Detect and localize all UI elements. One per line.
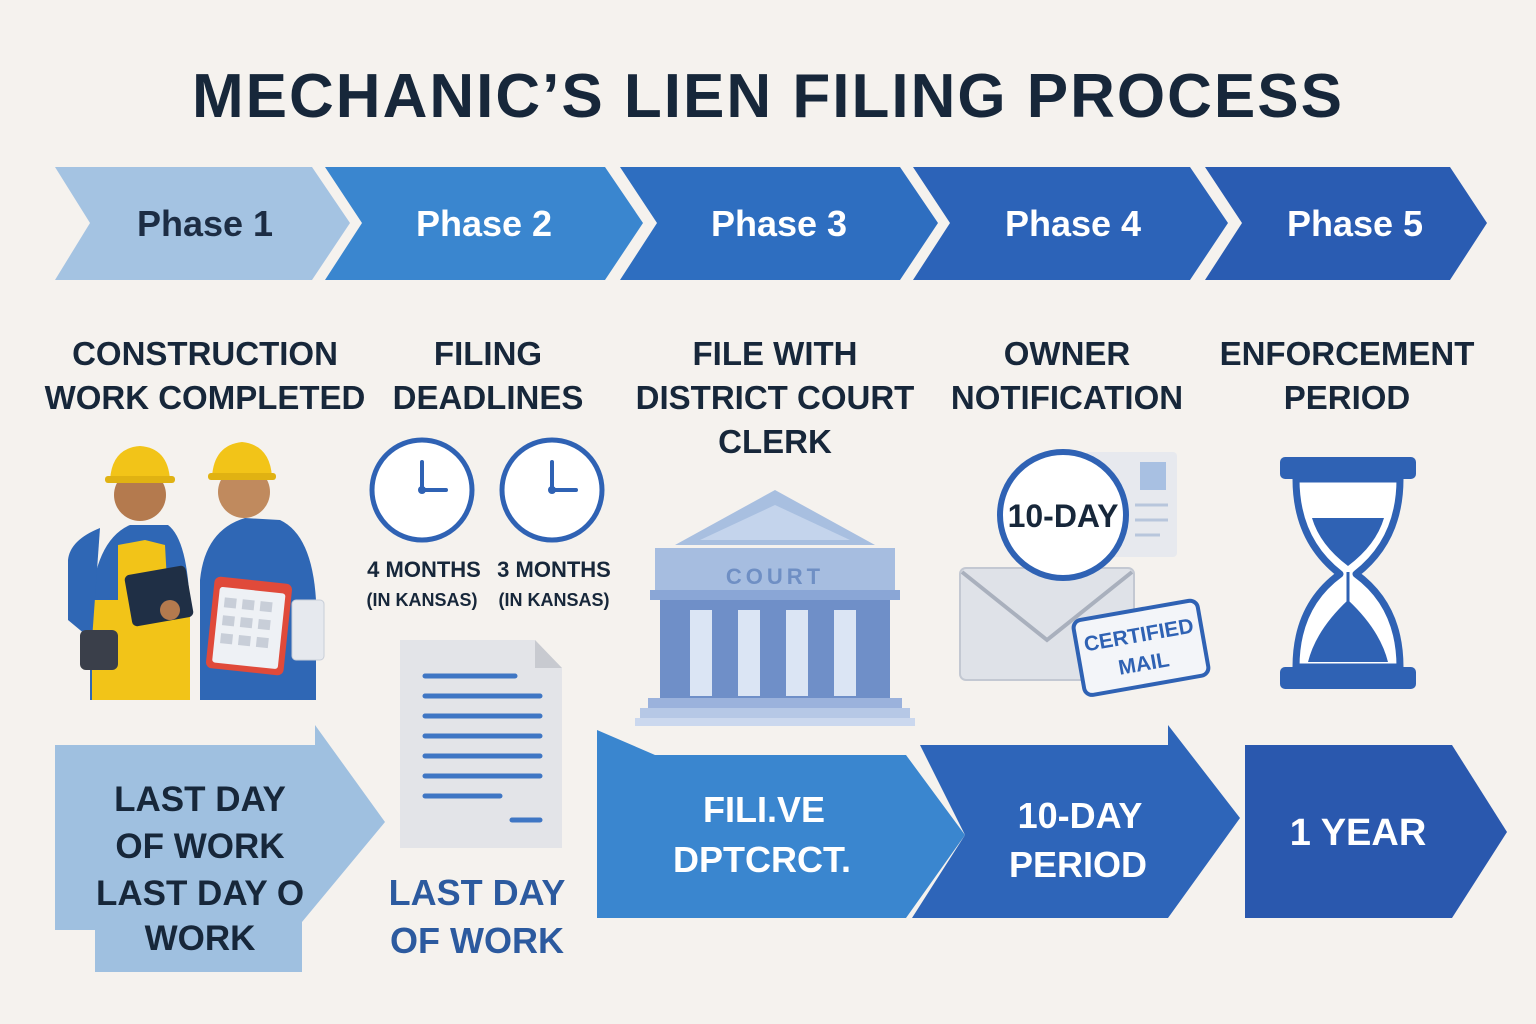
hourglass-icon bbox=[1280, 457, 1416, 689]
phase-1-chevron: Phase 1 bbox=[55, 167, 350, 280]
phase-2-heading-line-2: DEADLINES bbox=[393, 379, 584, 416]
phase-4-chevron: Phase 4 bbox=[913, 167, 1228, 280]
document-caption-line-2: OF WORK bbox=[390, 920, 564, 961]
clock-icon-2 bbox=[499, 437, 605, 543]
deadline-2-months: 3 MONTHS bbox=[497, 557, 611, 582]
phase-headings: CONSTRUCTION WORK COMPLETED FILING DEADL… bbox=[45, 335, 1475, 460]
phase-4-label: Phase 4 bbox=[1005, 203, 1141, 244]
bottom-box-3: 10-DAY PERIOD bbox=[912, 725, 1240, 918]
phase-2-label: Phase 2 bbox=[416, 203, 552, 244]
courthouse-icon: COURT bbox=[635, 490, 915, 726]
bottom-box-1-line-2: OF WORK bbox=[115, 827, 284, 866]
worker-left bbox=[68, 446, 194, 700]
document-caption-line-1: LAST DAY bbox=[389, 872, 566, 913]
phase-3-label: Phase 3 bbox=[711, 203, 847, 244]
bottom-box-2-line-2: DPTCRCT. bbox=[673, 839, 851, 880]
construction-workers-icon bbox=[68, 442, 325, 700]
phase-2-heading-line-1: FILING bbox=[434, 335, 542, 372]
clock-icon bbox=[369, 437, 475, 543]
phase-4-heading-line-1: OWNER bbox=[1004, 335, 1131, 372]
deadline-1-state: (IN KANSAS) bbox=[367, 590, 478, 610]
bottom-box-2: FILI.VE DPTCRCT. bbox=[597, 730, 965, 918]
phase-5-chevron: Phase 5 bbox=[1205, 167, 1487, 280]
bottom-box-4: 1 YEAR bbox=[1245, 745, 1507, 918]
deadline-labels: 4 MONTHS (IN KANSAS) 3 MONTHS (IN KANSAS… bbox=[367, 557, 611, 610]
bottom-box-2-line-1: FILI.VE bbox=[703, 789, 825, 830]
court-sign: COURT bbox=[726, 564, 824, 589]
bottom-box-3-line-1: 10-DAY bbox=[1018, 795, 1143, 836]
phase-5-heading-line-1: ENFORCEMENT bbox=[1220, 335, 1475, 372]
phase-3-heading-line-1: FILE WITH bbox=[693, 335, 858, 372]
bottom-box-4-line-1: 1 YEAR bbox=[1290, 812, 1427, 854]
page-title: MECHANIC’S LIEN FILING PROCESS bbox=[192, 62, 1344, 131]
bottom-box-1-line-4: WORK bbox=[145, 919, 256, 958]
worker-right bbox=[200, 442, 325, 700]
deadline-1-months: 4 MONTHS bbox=[367, 557, 481, 582]
document-icon bbox=[400, 640, 562, 848]
phase-3-heading-line-3: CLERK bbox=[718, 423, 832, 460]
phase-3-chevron: Phase 3 bbox=[620, 167, 938, 280]
phase-1-heading-line-1: CONSTRUCTION bbox=[72, 335, 338, 372]
phase-3-heading-line-2: DISTRICT COURT bbox=[636, 379, 915, 416]
phase-banner: Phase 1 Phase 2 Phase 3 Phase 4 Phase 5 bbox=[55, 167, 1487, 280]
notice-badge: 10-DAY bbox=[1008, 498, 1119, 534]
certified-mail-icon: 10-DAY CERTIFIED MAIL bbox=[959, 449, 1211, 697]
phase-1-heading-line-2: WORK COMPLETED bbox=[45, 379, 366, 416]
phase-5-label: Phase 5 bbox=[1287, 203, 1423, 244]
phase-2-chevron: Phase 2 bbox=[325, 167, 643, 280]
phase-4-heading-line-2: NOTIFICATION bbox=[951, 379, 1183, 416]
phase-5-heading-line-2: PERIOD bbox=[1284, 379, 1411, 416]
bottom-box-1-line-1: LAST DAY bbox=[114, 780, 286, 819]
bottom-box-1: LAST DAY OF WORK LAST DAY O WORK bbox=[55, 725, 385, 972]
phase-1-label: Phase 1 bbox=[137, 203, 273, 244]
deadline-2-state: (IN KANSAS) bbox=[499, 590, 610, 610]
bottom-box-3-line-2: PERIOD bbox=[1009, 844, 1147, 885]
bottom-box-1-line-3: LAST DAY O bbox=[96, 874, 304, 913]
